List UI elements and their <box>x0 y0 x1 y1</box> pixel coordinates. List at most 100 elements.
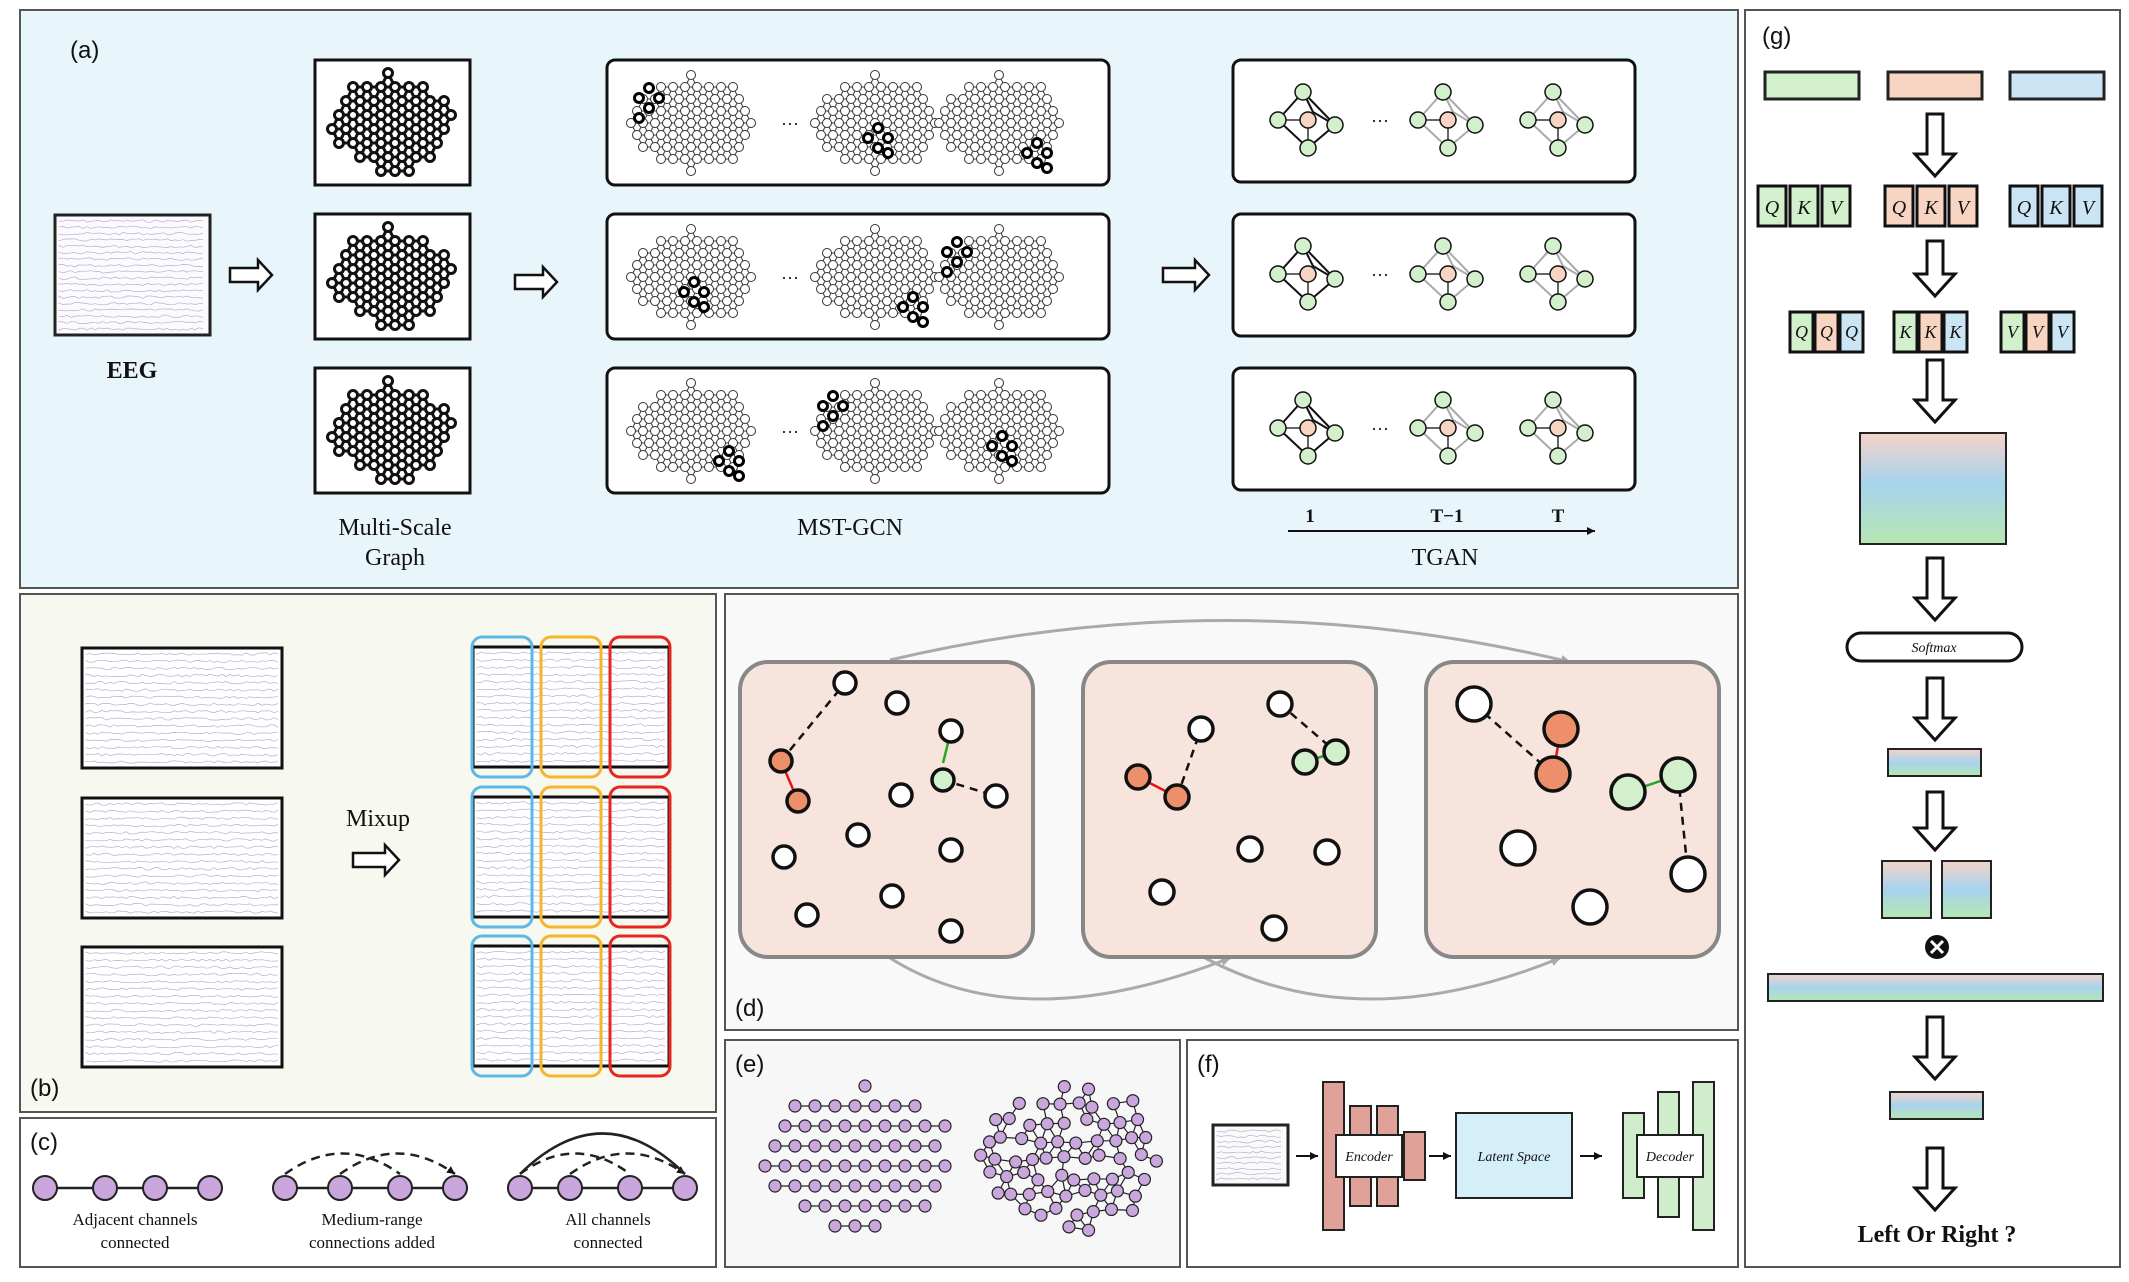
mst-gcn-graph-node <box>699 95 708 104</box>
mst-gcn-graph-node <box>907 403 916 412</box>
mst-gcn-graph-node <box>835 451 844 460</box>
mst-gcn-graph-node <box>901 439 910 448</box>
mst-gcn-graph-node <box>699 427 708 436</box>
multi-scale-graph-node <box>412 279 421 288</box>
electrode-graph-irregular-node <box>1016 1133 1028 1145</box>
multi-scale-graph-node <box>328 125 337 134</box>
mst-gcn-graph-node <box>687 119 696 128</box>
mst-gcn-graph-node <box>841 463 850 472</box>
multi-scale-graph-node <box>384 433 393 442</box>
highlighted-node <box>635 114 644 123</box>
highlighted-node <box>680 288 689 297</box>
mst-gcn-graph-node <box>895 119 904 128</box>
encoder-label: Encoder <box>1344 1150 1393 1165</box>
stacked-letter: Q <box>1795 322 1808 342</box>
multi-scale-graph-node <box>433 419 442 428</box>
multi-scale-graph-node <box>426 97 435 106</box>
electrode-graph-regular-node <box>809 1180 821 1192</box>
mst-gcn-graph-node <box>669 463 678 472</box>
mst-gcn-graph-node <box>889 285 898 294</box>
multi-scale-graph-node <box>363 83 372 92</box>
mst-gcn-graph-node <box>1037 237 1046 246</box>
mst-gcn-graph-node <box>953 285 962 294</box>
mst-gcn-graph-node <box>941 439 950 448</box>
electrode-graph-irregular-node <box>1058 1117 1070 1129</box>
mst-gcn-graph-node <box>711 297 720 306</box>
mst-gcn-graph-node <box>989 463 998 472</box>
mst-gcn-graph-node <box>651 143 660 152</box>
state-node <box>796 904 818 926</box>
mst-gcn-graph-node <box>675 119 684 128</box>
channel-node <box>273 1176 297 1200</box>
state-node <box>890 784 912 806</box>
state-node <box>985 785 1007 807</box>
tgan-label: TGAN <box>1412 545 1479 571</box>
mst-gcn-graph-node <box>889 463 898 472</box>
electrode-graph-regular-node <box>839 1160 851 1172</box>
mst-gcn-graph-node <box>711 273 720 282</box>
highlighted-node <box>1043 149 1052 158</box>
multi-scale-graph-node <box>370 433 379 442</box>
mst-gcn-rows: ········· <box>607 60 1109 493</box>
multi-scale-graph-node <box>377 265 386 274</box>
mst-gcn-graph-node <box>889 309 898 318</box>
electrode-graph-irregular-node <box>1129 1190 1141 1202</box>
mst-gcn-graph-node <box>935 119 944 128</box>
mst-gcn-graph-node <box>693 107 702 116</box>
electrode-graph-regular-node <box>909 1100 921 1112</box>
electrode-graph-irregular-node <box>1126 1132 1138 1144</box>
mst-gcn-graph-node <box>729 237 738 246</box>
mst-gcn-graph-node <box>959 95 968 104</box>
mst-gcn-graph-node <box>941 107 950 116</box>
latent-space-label: Latent Space <box>1477 1150 1551 1165</box>
mst-gcn-graph-node <box>977 463 986 472</box>
electrode-graph-regular-node <box>789 1180 801 1192</box>
multi-scale-graph-node <box>405 237 414 246</box>
mst-gcn-graph-node <box>853 415 862 424</box>
mst-gcn-graph-node <box>681 415 690 424</box>
mst-gcn-graph-node <box>681 439 690 448</box>
stacked-letter: K <box>1948 322 1962 342</box>
mst-gcn-graph-node <box>1025 83 1034 92</box>
multi-scale-graph-node <box>419 293 428 302</box>
multi-scale-graph-node <box>356 461 365 470</box>
tgan-node-peach <box>1440 420 1456 436</box>
mst-gcn-graph-node <box>1019 297 1028 306</box>
electrode-graph-regular-node <box>799 1160 811 1172</box>
electrode-graph-irregular-node <box>1010 1156 1022 1168</box>
electrode-graph-irregular-node <box>1079 1152 1091 1164</box>
mst-gcn-graph-node <box>995 225 1004 234</box>
ellipsis: ··· <box>1371 111 1389 131</box>
mst-gcn-graph-node <box>835 143 844 152</box>
mixup-windows <box>472 637 670 1076</box>
panel-b: (b) Mixup <box>20 594 716 1112</box>
multi-scale-graph-node <box>391 391 400 400</box>
mst-gcn-graph-node <box>693 391 702 400</box>
mst-gcn-graph-node <box>1007 95 1016 104</box>
multi-scale-graph-node <box>426 125 435 134</box>
mst-gcn-graph-node <box>639 249 648 258</box>
tgan-node-green <box>1467 271 1483 287</box>
electrode-graph-regular-node <box>869 1140 881 1152</box>
mst-gcn-graph-node <box>817 131 826 140</box>
multi-scale-graph-node <box>370 97 379 106</box>
channel-node <box>558 1176 582 1200</box>
mst-gcn-graph-node <box>953 107 962 116</box>
mst-gcn-graph-node <box>877 261 886 270</box>
mst-gcn-graph-node <box>663 119 672 128</box>
multi-scale-graph-node <box>377 293 386 302</box>
tgan-node-green <box>1327 271 1343 287</box>
multi-scale-graph-node <box>391 321 400 330</box>
mst-gcn-graph-node <box>717 107 726 116</box>
mst-gcn-graph-node <box>995 119 1004 128</box>
mst-gcn-graph-node <box>669 261 678 270</box>
mst-gcn-graph-node <box>1043 273 1052 282</box>
mst-gcn-graph-node <box>995 403 1004 412</box>
mst-gcn-graph-node <box>941 131 950 140</box>
electrode-graph-irregular-node <box>1013 1097 1025 1109</box>
tgan-node-green <box>1577 117 1593 133</box>
qkv-letter: K <box>2048 197 2064 219</box>
mst-gcn-graph-node <box>895 403 904 412</box>
mst-gcn-graph-node <box>693 463 702 472</box>
